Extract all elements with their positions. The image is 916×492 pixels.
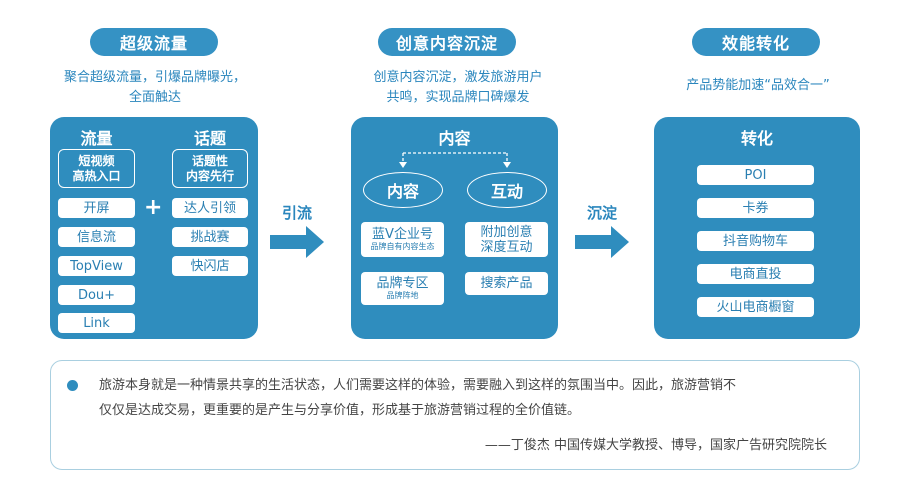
creative-interaction: 附加创意深度互动 [465, 222, 548, 257]
conversion-item: POI [697, 165, 814, 185]
right-arrow-icon [270, 226, 324, 258]
subtitle-conversion: 产品势能加速“品效合一” [645, 76, 871, 96]
conversion-title: 转化 [740, 129, 773, 148]
conversion-item: 电商直投 [697, 264, 814, 284]
tag-line: 话题性 [191, 153, 228, 168]
interaction-oval: 互动 [467, 172, 547, 208]
quote-box: 旅游本身就是一种情景共享的生活状态，人们需要这样的体验，需要融入到这样的氛围当中… [50, 360, 860, 470]
subtitle-line: 聚合超级流量，引爆品牌曝光， [63, 70, 246, 85]
split-arrows-icon [399, 152, 511, 168]
brand-zone: 品牌专区品牌阵地 [361, 272, 444, 305]
tag-line: 高热入口 [72, 168, 121, 183]
traffic-item: 开屏 [58, 198, 135, 218]
quote-attribution: ——丁俊杰 中国传媒大学教授、博导，国家广告研究院院长 [484, 438, 827, 453]
traffic-title: 流量 [80, 129, 113, 148]
tag-line: 短视频 [78, 153, 115, 168]
conversion-panel: 转化 POI 卡券 抖音购物车 电商直投 火山电商橱窗 [654, 117, 860, 339]
topic-title: 话题 [193, 129, 226, 148]
content-panel: 内容 内容 互动 蓝V企业号品牌自有内容生态 附加创意深度互动 品牌专区品牌阵地… [351, 117, 558, 339]
traffic-panel: 流量 话题 短视频高热入口 话题性内容先行 开屏 信息流 TopView Dou… [50, 117, 258, 339]
conversion-item: 卡券 [697, 198, 814, 218]
item-sub: 品牌阵地 [386, 291, 419, 300]
content-title: 内容 [438, 129, 471, 148]
topic-item: 达人引领 [172, 198, 248, 218]
traffic-item: Link [58, 313, 135, 333]
topic-item: 快闪店 [172, 256, 248, 276]
item-sub: 品牌自有内容生态 [370, 242, 435, 251]
traffic-item: Dou+ [58, 285, 135, 305]
quote-line: 旅游本身就是一种情景共享的生活状态，人们需要这样的体验，需要融入到这样的氛围当中… [99, 378, 737, 393]
subtitle-content: 创意内容沉淀，激发旅游用户 共鸣，实现品牌口碑爆发 [345, 68, 571, 108]
item-main: 品牌专区 [376, 276, 429, 291]
quote-line: 仅仅是达成交易，更重要的是产生与分享价值，形成基于旅游营销过程的全价值链。 [99, 403, 581, 418]
item-main: 蓝V企业号 [372, 227, 433, 242]
content-oval: 内容 [363, 172, 443, 208]
subtitle-line: 共鸣，实现品牌口碑爆发 [386, 90, 530, 105]
header-conversion: 效能转化 [692, 28, 820, 56]
subtitle-line: 全面触达 [128, 90, 181, 105]
conversion-item: 火山电商橱窗 [697, 297, 814, 317]
bullet-icon [67, 380, 78, 391]
short-video-tag: 短视频高热入口 [58, 149, 135, 188]
search-product: 搜索产品 [465, 272, 548, 295]
blue-v-account: 蓝V企业号品牌自有内容生态 [361, 222, 444, 257]
subtitle-line: 创意内容沉淀，激发旅游用户 [373, 70, 543, 85]
topic-tag: 话题性内容先行 [172, 149, 248, 188]
traffic-item: 信息流 [58, 227, 135, 247]
right-arrow-icon [575, 226, 629, 258]
subtitle-line: 产品势能加速“品效合一” [686, 78, 830, 93]
topic-item: 挑战赛 [172, 227, 248, 247]
plus-icon: + [144, 195, 163, 220]
tag-line: 内容先行 [185, 168, 234, 183]
conversion-item: 抖音购物车 [697, 231, 814, 251]
header-super-traffic: 超级流量 [90, 28, 218, 56]
subtitle-traffic: 聚合超级流量，引爆品牌曝光， 全面触达 [40, 68, 270, 108]
item-main: 深度互动 [480, 239, 533, 255]
arrow-label-drain: 引流 [282, 204, 313, 222]
item-main: 附加创意 [480, 224, 533, 240]
header-creative-content: 创意内容沉淀 [378, 28, 516, 56]
traffic-item: TopView [58, 256, 135, 276]
arrow-label-settle: 沉淀 [587, 204, 618, 222]
